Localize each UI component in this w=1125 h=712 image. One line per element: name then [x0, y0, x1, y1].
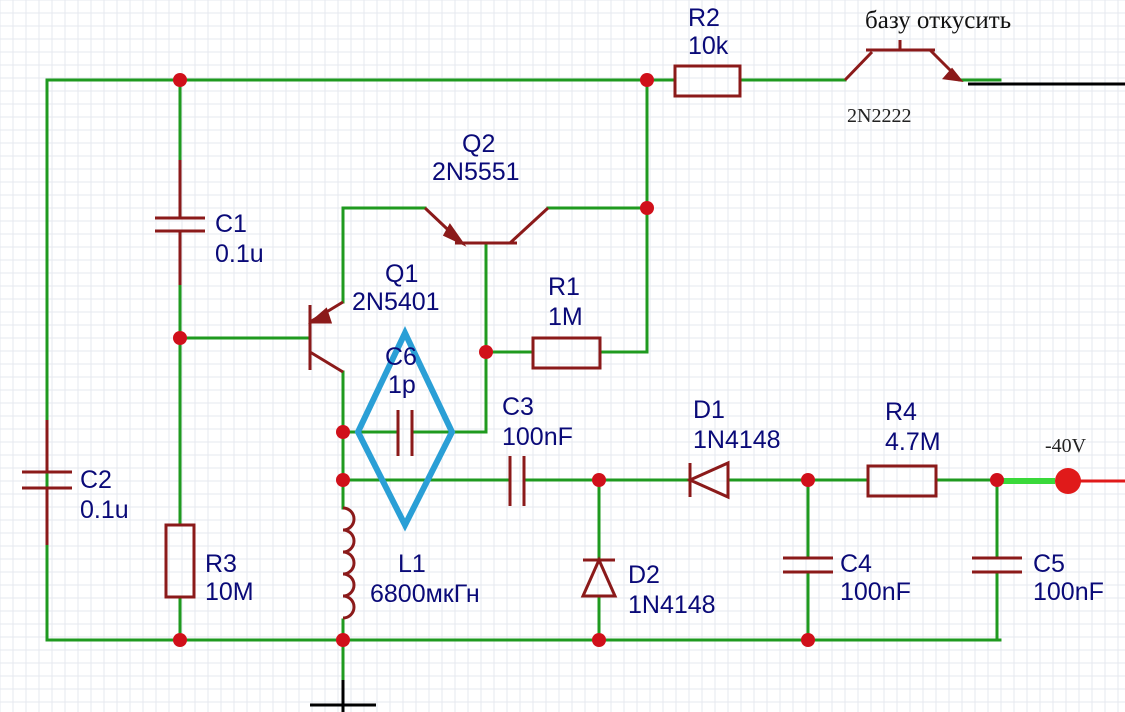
r4-ref: R4: [885, 398, 917, 426]
highlight-diamond: [354, 326, 456, 532]
r1-ref: R1: [548, 273, 580, 301]
c5-value: 100nF: [1033, 578, 1104, 606]
junctions: [173, 73, 1004, 647]
c4-value: 100nF: [840, 578, 911, 606]
voltage-label: -40V: [1045, 435, 1087, 457]
junction: [990, 473, 1004, 487]
q1-ref: Q1: [385, 260, 418, 288]
r3-ref: R3: [205, 550, 237, 578]
l1-value: 6800мкГн: [370, 580, 480, 608]
note-text: базу откусить: [865, 7, 1011, 34]
junction: [336, 425, 350, 439]
c4-ref: C4: [840, 550, 872, 578]
c2-value: 0.1u: [80, 496, 129, 524]
r2-value: 10k: [688, 32, 729, 60]
r2-ref: R2: [688, 4, 720, 32]
d2-ref: D2: [628, 561, 660, 589]
resistor-r2: [673, 64, 742, 98]
r3-value: 10M: [205, 578, 254, 606]
c2-ref: C2: [80, 466, 112, 494]
junction: [592, 473, 606, 487]
q1-value: 2N5401: [352, 288, 440, 316]
r4-value: 4.7M: [885, 428, 941, 456]
l1-ref: L1: [398, 550, 426, 578]
c1-ref: C1: [215, 210, 247, 238]
d1-ref: D1: [693, 396, 725, 424]
c3-value: 100nF: [502, 423, 573, 451]
junction: [801, 473, 815, 487]
resistor-r1: [531, 336, 602, 370]
resistor-r4: [866, 464, 938, 498]
output-terminal[interactable]: [1055, 468, 1081, 494]
diode-d1: [686, 460, 730, 500]
components: [22, 40, 1125, 712]
transistor-q1: [307, 300, 344, 374]
c6-value: 1p: [388, 371, 416, 399]
junction: [173, 73, 187, 87]
transistor-q2: [423, 206, 550, 247]
diode-d2: [580, 556, 618, 598]
c3-ref: C3: [502, 393, 534, 421]
c5-ref: C5: [1033, 550, 1065, 578]
inductor-l1: [342, 506, 356, 620]
junction: [640, 201, 654, 215]
junction: [640, 73, 654, 87]
junction: [173, 633, 187, 647]
d2-value: 1N4148: [628, 591, 716, 619]
c1-value: 0.1u: [215, 240, 264, 268]
labels: базу откусить R2 10k 2N2222 Q2 2N5551 C1…: [80, 4, 1104, 619]
t2n2222-value: 2N2222: [847, 105, 911, 127]
junction: [801, 633, 815, 647]
transistor-2n2222: [843, 40, 964, 82]
q2-ref: Q2: [462, 130, 495, 158]
junction: [173, 331, 187, 345]
junction: [592, 633, 606, 647]
q2-value: 2N5551: [432, 158, 520, 186]
junction: [336, 473, 350, 487]
c6-ref: C6: [385, 343, 417, 371]
r1-value: 1M: [548, 303, 583, 331]
resistor-r3: [164, 523, 196, 599]
junction: [336, 633, 350, 647]
d1-value: 1N4148: [693, 426, 781, 454]
junction: [479, 345, 493, 359]
